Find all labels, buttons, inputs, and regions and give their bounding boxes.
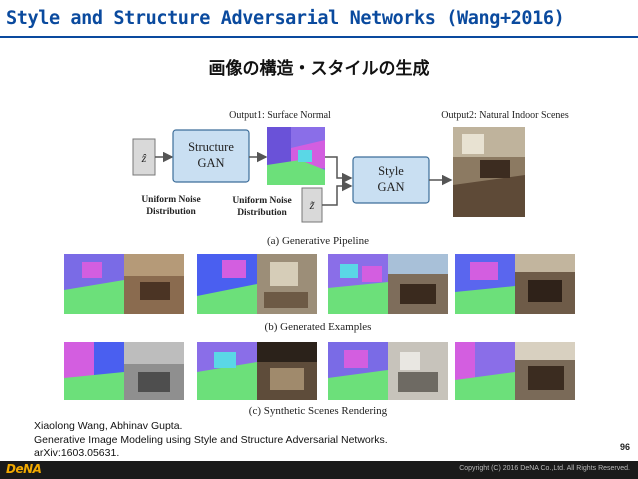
noise-label-right-1: Uniform Noise — [232, 196, 291, 206]
z-hat-label: ẑ — [141, 151, 147, 165]
example-pair-3 — [328, 254, 448, 314]
scene-window — [462, 134, 484, 154]
output2-label: Output2: Natural Indoor Scenes — [441, 110, 569, 121]
slide-subtitle: 画像の構造・スタイルの生成 — [208, 59, 430, 79]
caption-c: (c) Synthetic Scenes Rendering — [249, 405, 388, 417]
noise-label-left-2: Distribution — [146, 207, 196, 217]
example-pair-1 — [64, 254, 184, 314]
scene-floor — [453, 175, 525, 217]
structure-gan-label-1: Structure — [188, 140, 234, 154]
style-gan-label-2: GAN — [377, 180, 404, 194]
normal-floor — [267, 160, 325, 185]
synthetic-scenes: (c) Synthetic Scenes Rendering — [64, 342, 575, 417]
synthetic-pair-4 — [455, 342, 575, 400]
caption-a: (a) Generative Pipeline — [267, 235, 369, 247]
noise-label-right-2: Distribution — [237, 208, 287, 218]
citation-arxiv: arXiv:1603.05631. — [34, 447, 120, 459]
arrow-noise-to-style — [322, 180, 353, 206]
citation: Xiaolong Wang, Abhinav Gupta. Generative… — [34, 420, 388, 461]
structure-gan-label-2: GAN — [197, 156, 224, 170]
slide-title: Style and Structure Adversarial Networks… — [6, 8, 565, 29]
structure-gan-box — [172, 129, 250, 183]
title-rule — [0, 36, 638, 38]
noise-label-left-1: Uniform Noise — [141, 195, 200, 205]
generative-pipeline: ẑ Structure GAN Uniform Noise Distributi… — [132, 110, 569, 247]
generated-examples: (b) Generated Examples — [64, 254, 575, 333]
dena-logo: DeNA — [6, 462, 42, 476]
caption-b: (b) Generated Examples — [265, 321, 372, 333]
surface-normal-image — [267, 127, 325, 185]
synthetic-pair-2 — [197, 342, 317, 400]
page-number: 96 — [619, 442, 630, 452]
example-pair-4 — [455, 254, 575, 314]
synthetic-pair-3 — [328, 342, 448, 400]
scene-furniture — [480, 160, 510, 178]
copyright-notice: Copyright (C) 2016 DeNA Co.,Ltd. All Rig… — [459, 465, 630, 472]
arrow-normal-to-style — [325, 156, 353, 184]
footer-bar: DeNA Copyright (C) 2016 DeNA Co.,Ltd. Al… — [0, 461, 638, 479]
z-tilde-label: z̃ — [309, 198, 315, 212]
normal-object — [298, 150, 312, 162]
synthetic-pair-1 — [64, 342, 184, 400]
example-pair-2 — [197, 254, 317, 314]
citation-paper-title: Generative Image Modeling using Style an… — [34, 433, 388, 446]
style-gan-label-1: Style — [378, 164, 404, 178]
citation-authors: Xiaolong Wang, Abhinav Gupta. — [34, 420, 183, 432]
output1-label: Output1: Surface Normal — [229, 110, 331, 121]
title-bar: Style and Structure Adversarial Networks… — [0, 0, 638, 38]
natural-indoor-scene-image — [453, 127, 525, 217]
